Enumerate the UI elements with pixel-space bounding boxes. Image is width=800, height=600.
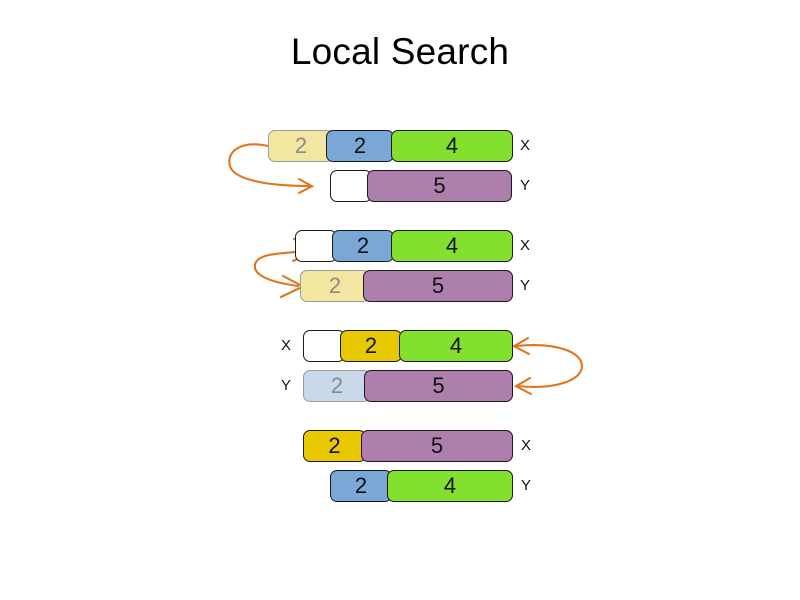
- cell-value: 5: [433, 173, 446, 198]
- cell-value: 5: [432, 373, 445, 398]
- step-1-y-cell-0[interactable]: [330, 170, 372, 202]
- cell-value: 2: [294, 133, 308, 158]
- step-2-x-cell-2[interactable]: 4: [391, 230, 513, 262]
- step-2-x-cell-1[interactable]: 2: [332, 230, 394, 262]
- cell-value: 2: [328, 433, 341, 458]
- step-2-bar-y: 2 5 Y: [300, 270, 530, 302]
- cell-value: 2: [356, 233, 370, 258]
- cell-value: 5: [430, 433, 444, 458]
- step-4-y-label: Y: [521, 477, 532, 494]
- step-2-x-label: X: [520, 237, 531, 254]
- step-1-x-cell-0[interactable]: 2: [268, 130, 334, 162]
- step-4-bar-x: 2 5 X: [303, 430, 531, 462]
- step-3-bar-y: Y 2 5: [281, 370, 513, 402]
- step-1-x-cell-2[interactable]: 4: [391, 130, 513, 162]
- step-3-x-cell-1[interactable]: 2: [340, 330, 402, 362]
- step-3-x-cell-0[interactable]: [303, 330, 345, 362]
- step-1-x-label: X: [520, 137, 531, 154]
- cell-value: 4: [445, 133, 459, 158]
- step-3-bar-x: X 2 4: [281, 330, 513, 362]
- step-4-x-cell-1[interactable]: 5: [361, 430, 513, 462]
- step-1-x-cell-1[interactable]: 2: [326, 130, 394, 162]
- step-2-bar-x: 2 4 X: [295, 230, 530, 262]
- step-3-x-label: X: [281, 337, 292, 354]
- step-2-y-cell-0[interactable]: 2: [300, 270, 370, 302]
- cell-value: 2: [364, 333, 378, 358]
- step-2-y-cell-1[interactable]: 5: [363, 270, 513, 302]
- step-4-y-cell-1[interactable]: 4: [387, 470, 513, 502]
- page-title: Local Search: [290, 31, 510, 72]
- cell-value: 2: [354, 473, 368, 498]
- step-1-y-cell-1[interactable]: 5: [367, 170, 512, 202]
- cell-value: 4: [443, 473, 457, 498]
- step-3-y-label: Y: [281, 377, 292, 394]
- step-1-y-label: Y: [520, 177, 531, 194]
- step-3-y-cell-1[interactable]: 5: [364, 370, 513, 402]
- step-3-x-cell-2[interactable]: 4: [399, 330, 513, 362]
- step-2-x-cell-0[interactable]: [295, 230, 337, 262]
- step-4-x-label: X: [521, 437, 532, 454]
- cell-value: 5: [431, 273, 445, 298]
- cell-value: 2: [330, 373, 344, 398]
- step-4-x-cell-0[interactable]: 2: [303, 430, 366, 462]
- step-4-y-cell-0[interactable]: 2: [330, 470, 392, 502]
- step-4-bar-y: 2 4 Y: [330, 470, 531, 502]
- cell-value: 2: [328, 273, 342, 298]
- step-1-bar-y: 5 Y: [330, 170, 530, 202]
- cell-value: 4: [445, 233, 459, 258]
- cell-value: 2: [353, 133, 367, 158]
- step-3-swap-arrow: [511, 336, 584, 396]
- step-3-y-cell-0[interactable]: 2: [303, 370, 371, 402]
- step-1-bar-x: 2 2 4 X: [268, 130, 530, 162]
- cell-value: 4: [449, 333, 463, 358]
- step-2-y-label: Y: [520, 277, 531, 294]
